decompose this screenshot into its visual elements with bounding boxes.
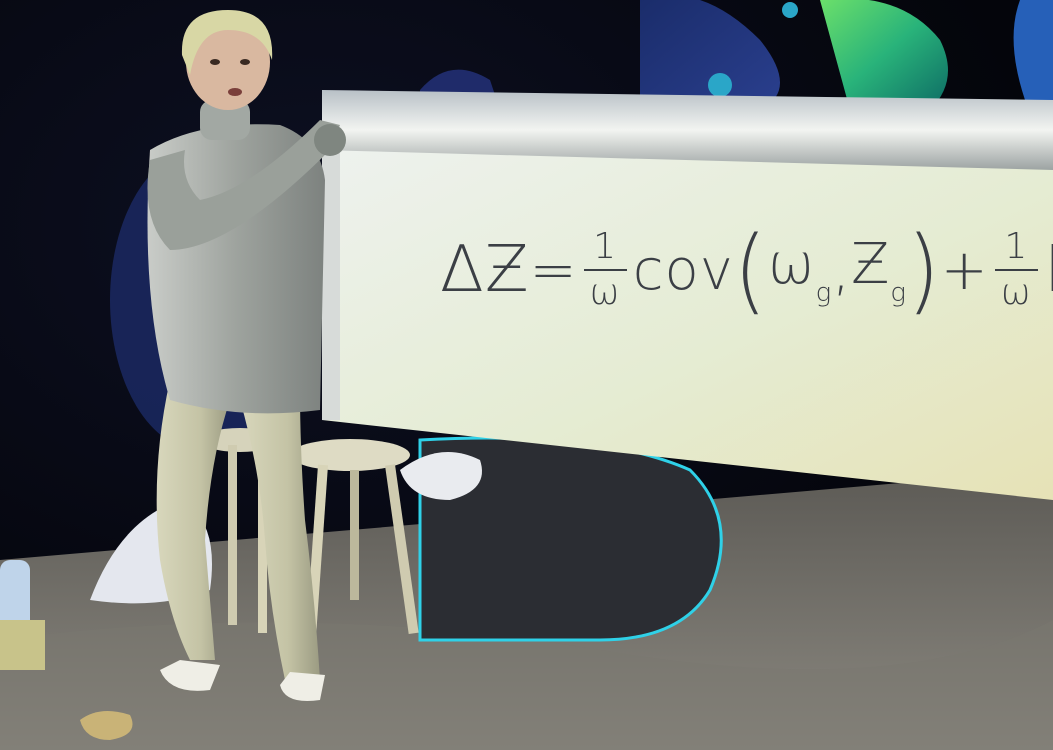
- banner-roll: [322, 90, 1053, 170]
- performer-face: [186, 14, 270, 110]
- eq-z-g: Ƶg: [851, 232, 907, 308]
- eq-frac1-numerator: 1: [593, 226, 618, 267]
- eq-paren-open: (: [733, 216, 768, 324]
- eq-equals: =: [529, 237, 578, 303]
- blue-cloud-prop: [640, 0, 780, 110]
- eq-lhs: Ƶ: [484, 233, 530, 307]
- eq-cov: cov: [632, 237, 734, 303]
- eq-frac2-denominator: ω: [994, 269, 1038, 311]
- performer: [147, 10, 346, 701]
- eq-frac2-numerator: 1: [1004, 226, 1029, 267]
- equation: Δ Ƶ = 1 ω cov ( ωg , Ƶg ) + 1 ω E ( ωg (…: [440, 210, 1053, 330]
- eq-omega-g: ωg: [767, 232, 833, 308]
- eq-delta: Δ: [440, 233, 485, 307]
- banner-sheet: [322, 140, 1053, 500]
- eq-comma: ,: [832, 237, 852, 303]
- blonde-hair: [181, 10, 273, 75]
- eq-plus: +: [940, 237, 989, 303]
- banner-equation-area: Δ Ƶ = 1 ω cov ( ωg , Ƶg ) + 1 ω E ( ωg (…: [322, 90, 1053, 490]
- gloved-hand: [314, 124, 346, 156]
- eq-frac1-denominator: ω: [583, 269, 627, 311]
- eq-expectation: E: [1044, 238, 1053, 302]
- stool-seat: [290, 439, 410, 471]
- eq-fraction-2: 1 ω: [994, 226, 1038, 311]
- green-leaf-prop: [820, 0, 948, 110]
- eq-fraction-1: 1 ω: [583, 226, 627, 311]
- eq-paren-close: ): [907, 216, 941, 324]
